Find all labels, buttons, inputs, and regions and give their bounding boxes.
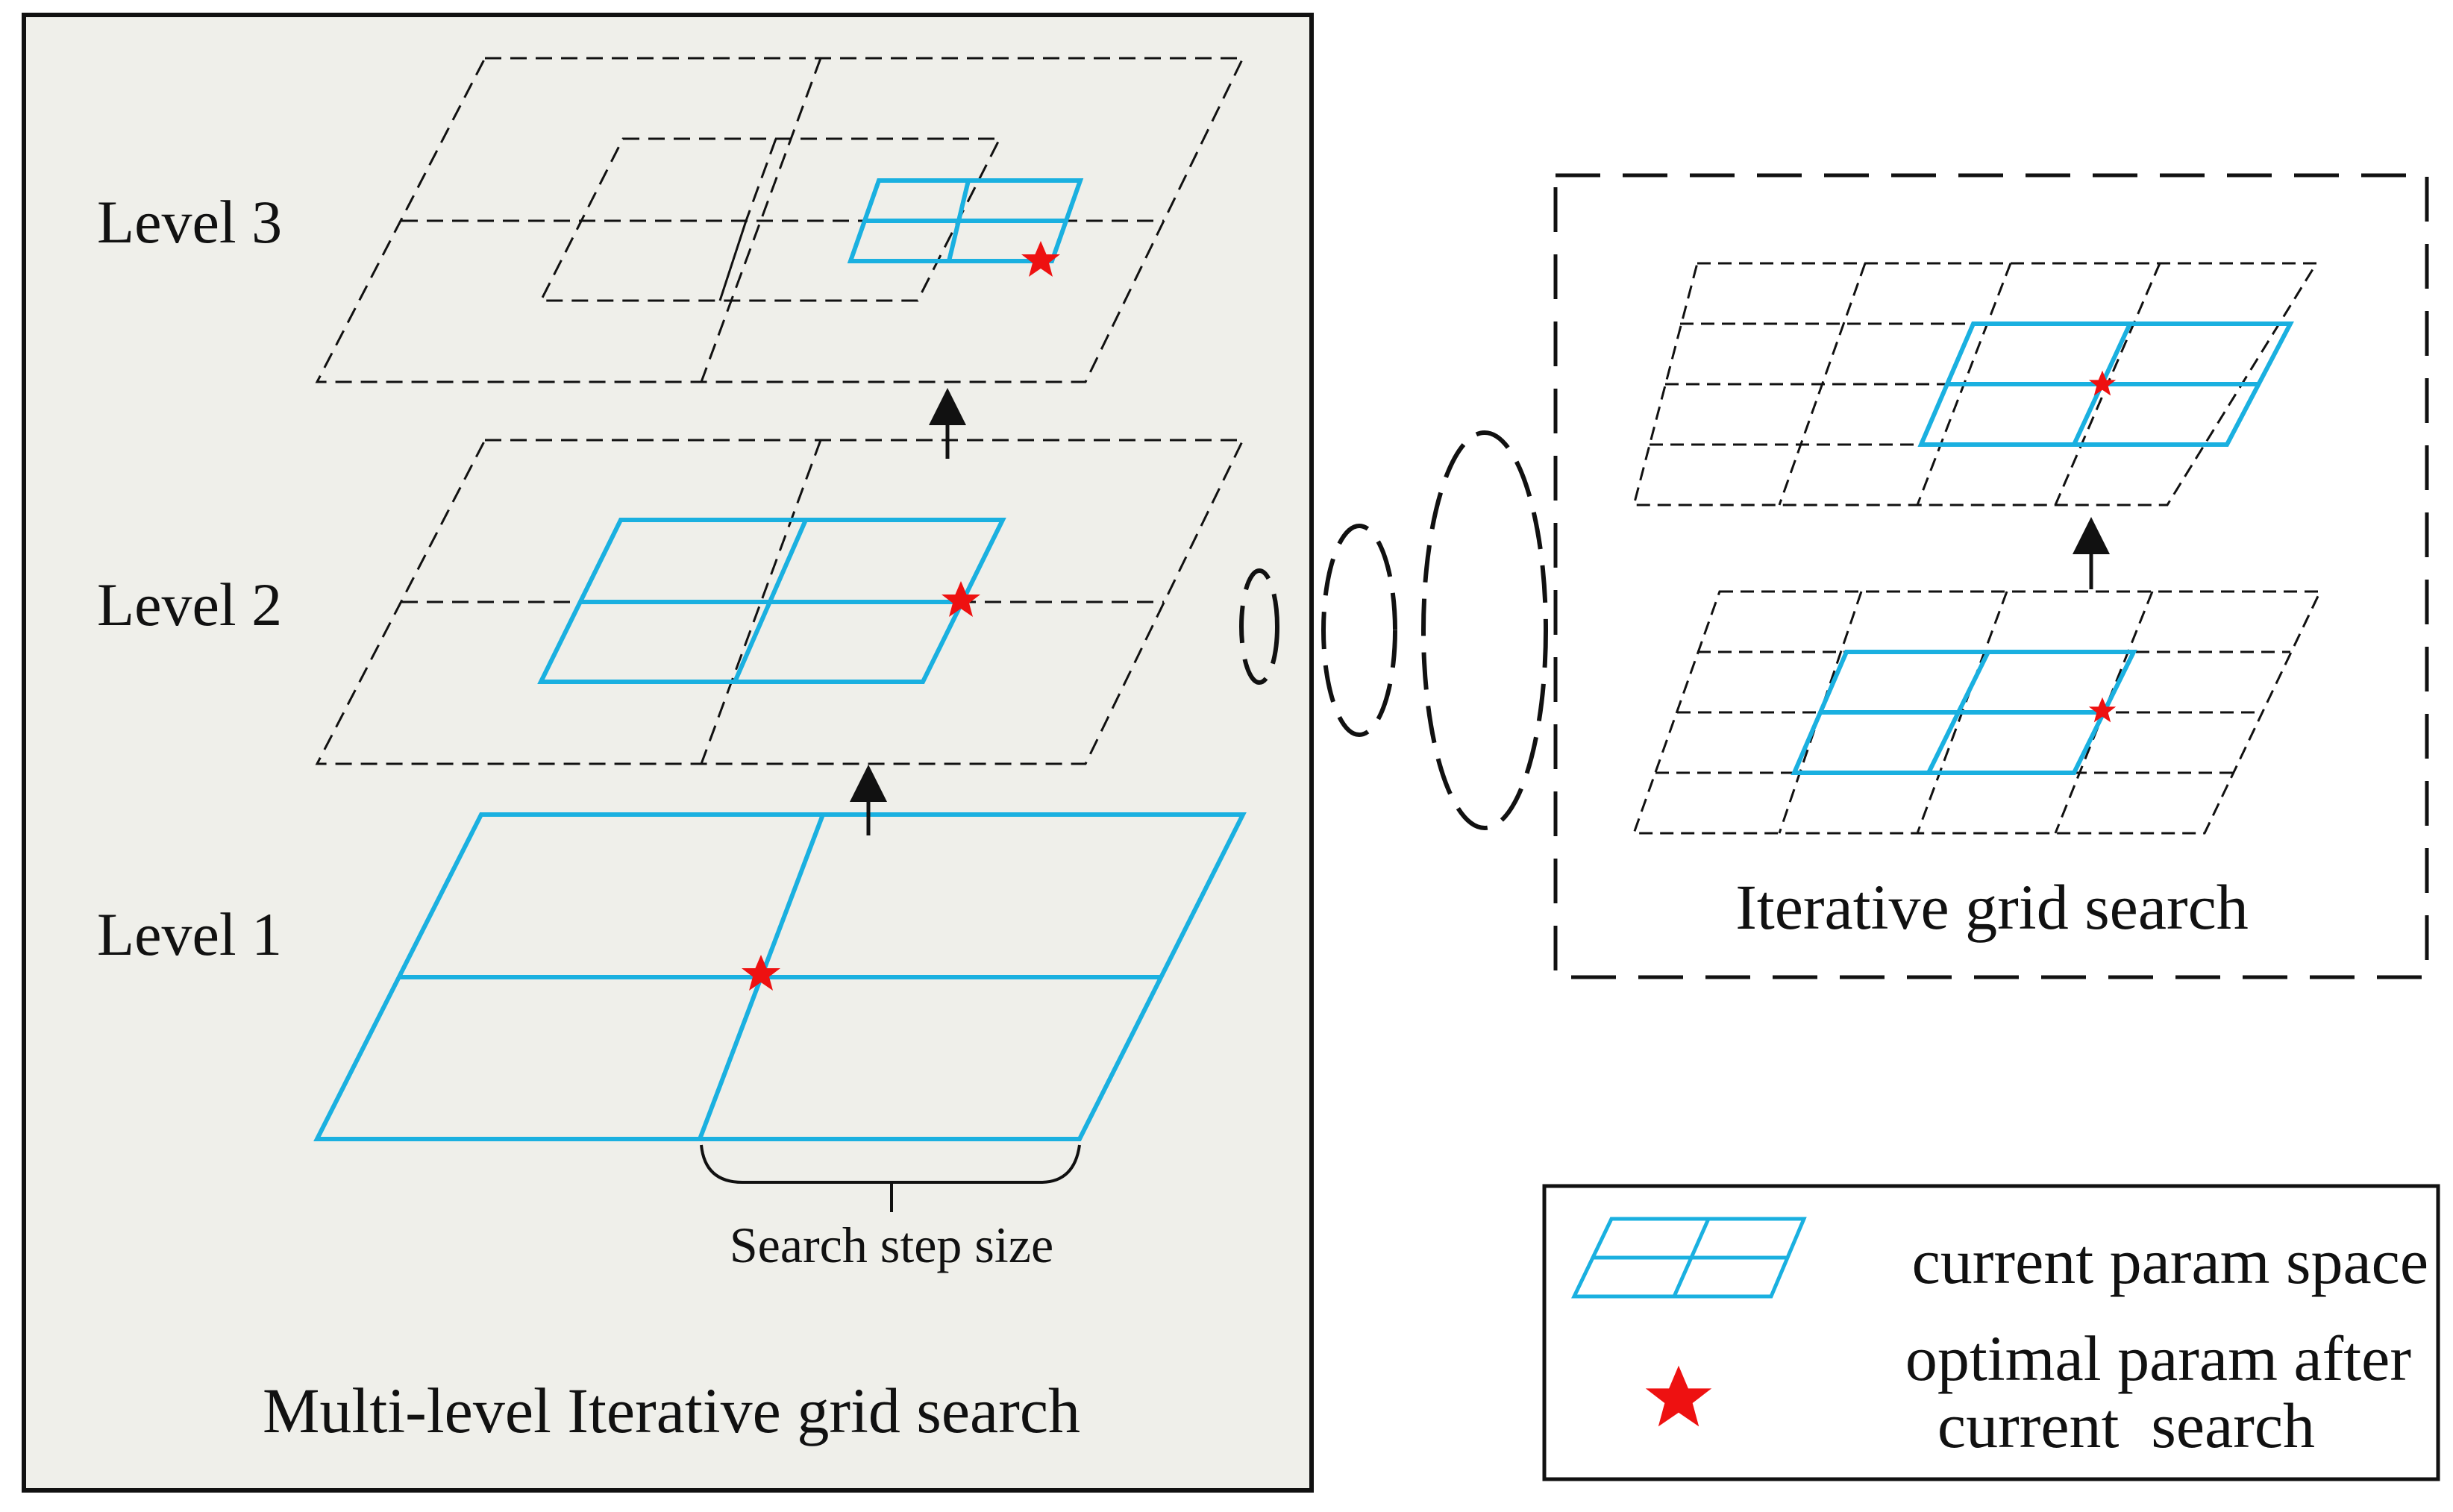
legend-optimal-line2: current search: [1937, 1390, 2315, 1461]
legend-current-space-label: current param space: [1912, 1226, 2428, 1297]
legend-box: [1542, 1184, 2440, 1481]
star-icon: [742, 955, 780, 991]
right-lower-active-grid: [1791, 650, 2137, 775]
star-icon: [1021, 241, 1060, 277]
level2-active-grid: [537, 518, 1006, 684]
left-panel-caption: Multi-level Iterative grid search: [263, 1375, 1080, 1446]
star-icon: [1645, 1365, 1712, 1427]
zoom-ellipses: [1239, 430, 1548, 830]
right-panel-caption: Iterative grid search: [1735, 871, 2249, 943]
star-icon: [942, 581, 980, 617]
level3-label: Level 3: [97, 188, 282, 256]
legend-grid-icon: [1571, 1217, 1807, 1299]
star-icon: [2088, 370, 2117, 396]
step-size-label: Search step size: [730, 1217, 1053, 1273]
right-panel-frame: [1553, 173, 2429, 979]
level3-active-grid: [847, 178, 1084, 263]
star-icon: [2088, 697, 2117, 723]
level1-label: Level 1: [97, 900, 282, 968]
level3-inner-grid: [539, 137, 1002, 302]
legend-optimal-line1: optimal param after: [1905, 1323, 2411, 1394]
left-panel-frame: [22, 13, 1314, 1493]
level2-label: Level 2: [97, 571, 282, 639]
